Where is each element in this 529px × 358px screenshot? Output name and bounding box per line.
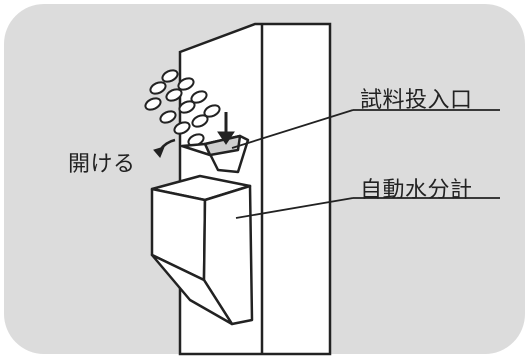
leader-lines [231,109,500,219]
moisture-meter-box [150,174,254,326]
moisture-meter-label: 自動水分計 [360,178,473,203]
grain-icons [144,69,221,147]
sample-inlet-label: 試料投入口 [360,88,473,113]
open-label: 開ける [68,152,136,177]
open-arrow-icon [153,138,176,158]
pour-arrow-icon [217,112,235,145]
